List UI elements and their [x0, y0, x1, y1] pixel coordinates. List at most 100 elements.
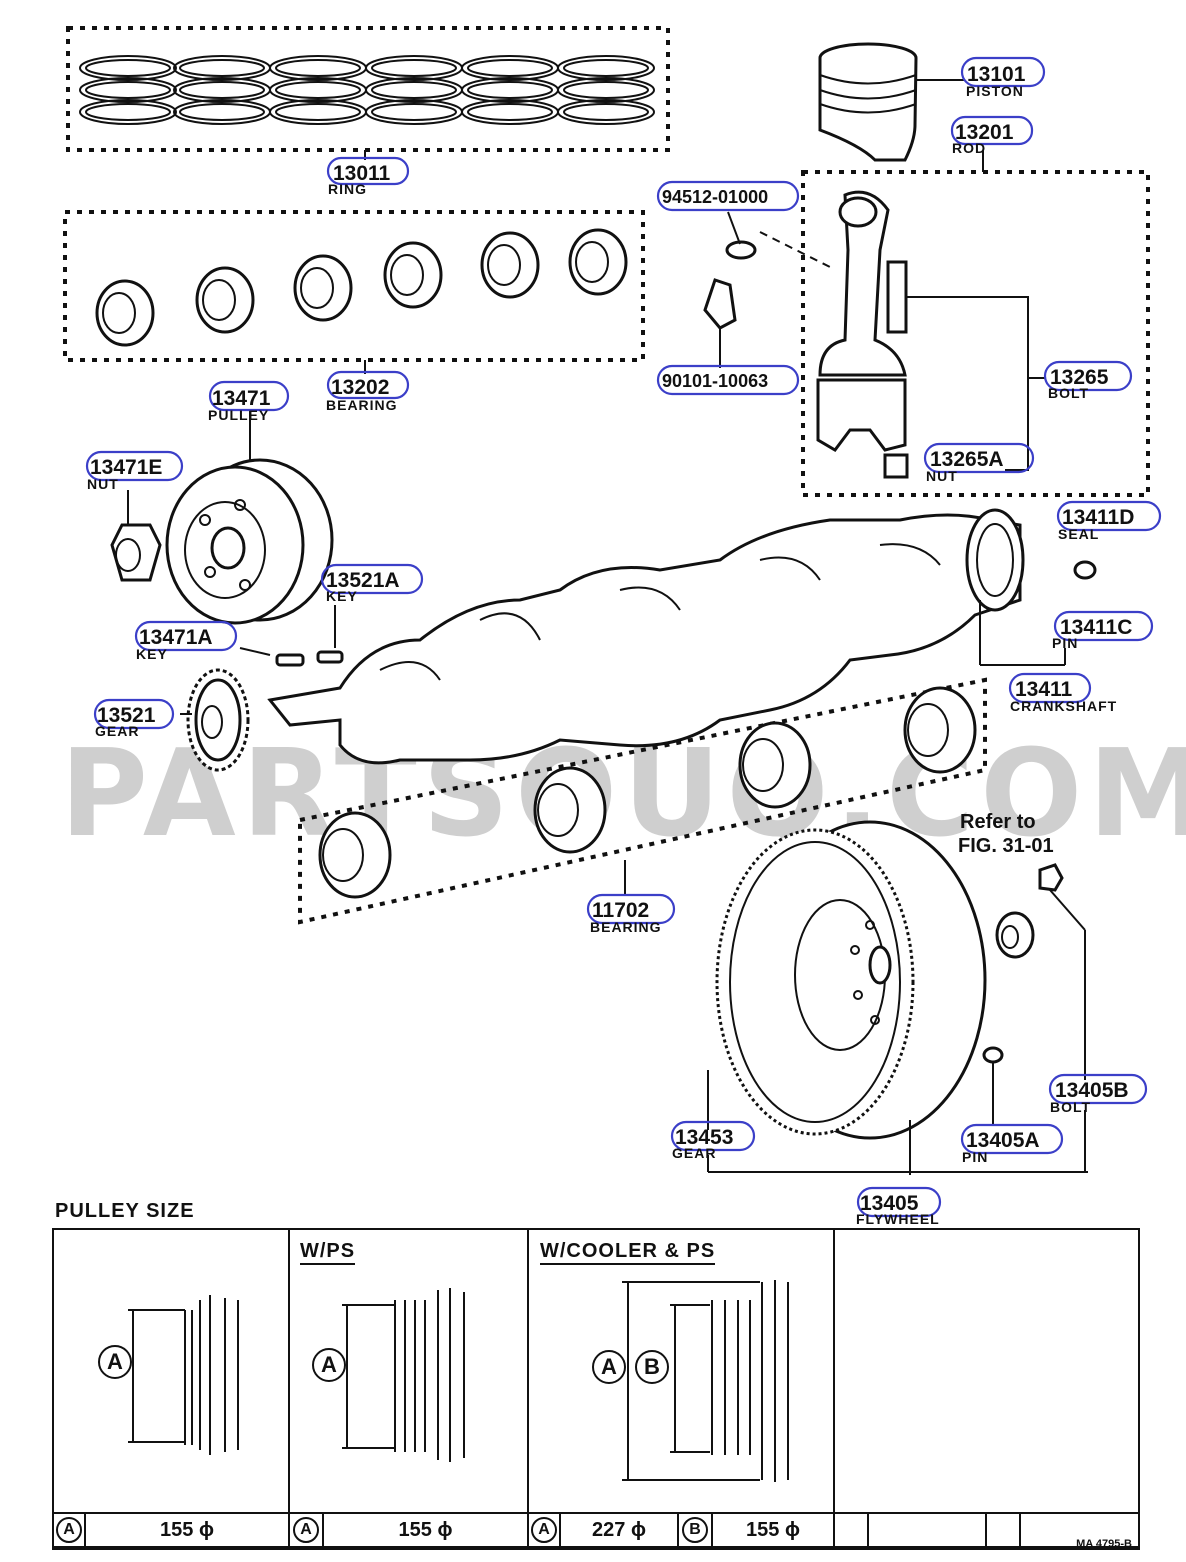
- svg-text:13471: 13471: [212, 387, 271, 410]
- svg-text:13521: 13521: [97, 704, 156, 727]
- symbol-a-col1: A: [98, 1345, 132, 1379]
- crankshaft: [267, 508, 1097, 765]
- piston-ring-set: [66, 26, 670, 160]
- part-label-13265[interactable]: 13265 BOLT: [1043, 360, 1133, 401]
- row-symbol-b-3: B: [677, 1512, 713, 1548]
- symbol-a-col2: A: [312, 1348, 346, 1382]
- part-label-13265A[interactable]: 13265A NUT: [923, 442, 1035, 484]
- row-symbol-a-2: A: [288, 1512, 324, 1548]
- rod-bearing-set: [63, 210, 645, 374]
- part-label-11702[interactable]: 11702 BEARING: [586, 893, 676, 935]
- empty-cell-1: [833, 1512, 869, 1548]
- svg-text:13265: 13265: [1050, 366, 1109, 389]
- part-label-13405A[interactable]: 13405A PIN: [960, 1123, 1064, 1165]
- svg-text:13101: 13101: [967, 63, 1026, 86]
- part-label-13405B[interactable]: 13405B BOLT: [1048, 1073, 1148, 1115]
- svg-text:SEAL: SEAL: [1058, 526, 1099, 542]
- part-label-13201[interactable]: 13201 ROD: [950, 115, 1034, 156]
- svg-text:BOLT: BOLT: [1050, 1099, 1091, 1115]
- part-label-13521[interactable]: 13521 GEAR: [93, 698, 175, 739]
- svg-text:13201: 13201: [955, 121, 1014, 144]
- pilot-bearing-bolt: [982, 863, 1086, 1172]
- pulley-nut: [110, 490, 162, 582]
- part-label-13453[interactable]: 13453 GEAR: [670, 1120, 756, 1161]
- refer-note-line2: FIG. 31-01: [958, 835, 1054, 857]
- flywheel: [707, 820, 1088, 1175]
- svg-text:CRANKSHAFT: CRANKSHAFT: [1010, 698, 1117, 714]
- svg-text:13521A: 13521A: [326, 569, 400, 592]
- empty-cell-2: [867, 1512, 987, 1548]
- part-label-13405[interactable]: 13405 FLYWHEEL: [856, 1186, 942, 1227]
- part-label-13011[interactable]: 13011 RING: [326, 156, 410, 197]
- svg-text:NUT: NUT: [87, 476, 119, 492]
- svg-text:RING: RING: [328, 181, 367, 197]
- header-wps: W/PS: [300, 1240, 356, 1265]
- empty-cell-4: [1019, 1512, 1140, 1548]
- svg-text:PIN: PIN: [1052, 635, 1078, 651]
- svg-text:GEAR: GEAR: [672, 1145, 716, 1161]
- pulley-drawing-2: [342, 1288, 465, 1462]
- pulley-drawing-3: [622, 1280, 789, 1482]
- svg-text:94512-01000: 94512-01000: [662, 187, 768, 207]
- symbol-b-col3: B: [635, 1350, 669, 1384]
- svg-text:13471E: 13471E: [90, 456, 162, 479]
- connecting-rod: [759, 150, 1150, 497]
- pulley-drawing-1: [128, 1295, 239, 1455]
- svg-text:13405B: 13405B: [1055, 1079, 1129, 1102]
- footer-code: MA 4795-B: [1076, 1538, 1132, 1550]
- svg-text:KEY: KEY: [326, 588, 358, 604]
- svg-text:13405A: 13405A: [966, 1129, 1040, 1152]
- timing-gear: [180, 668, 250, 772]
- part-label-13471E[interactable]: 13471E NUT: [85, 450, 184, 492]
- pulley-table-frame: [52, 1228, 1140, 1550]
- symbol-a-col3: A: [592, 1350, 626, 1384]
- header-wcooler-ps: W/COOLER & PS: [540, 1240, 716, 1265]
- svg-text:GEAR: GEAR: [95, 723, 139, 739]
- value-col2-a: 155 ϕ: [322, 1512, 529, 1548]
- svg-text:11702: 11702: [592, 899, 649, 922]
- crank-pulley: [165, 410, 334, 625]
- svg-text:FLYWHEEL: FLYWHEEL: [856, 1211, 940, 1227]
- table-divider-3: [833, 1228, 835, 1550]
- bolt-washer: [703, 211, 757, 368]
- empty-cell-3: [985, 1512, 1021, 1548]
- svg-text:13411D: 13411D: [1062, 506, 1134, 529]
- svg-text:KEY: KEY: [136, 646, 168, 662]
- row-symbol-a-1: A: [52, 1512, 86, 1548]
- value-col1-a: 155 ϕ: [84, 1512, 290, 1548]
- svg-text:PISTON: PISTON: [966, 83, 1024, 99]
- part-label-13471[interactable]: 13471 PULLEY: [208, 380, 290, 423]
- watermark: PARTSOUQ.COM: [60, 725, 1186, 864]
- part-label-13101[interactable]: 13101 PISTON: [960, 56, 1046, 99]
- table-divider-2: [527, 1228, 529, 1550]
- part-label-13521A[interactable]: 13521A KEY: [320, 563, 424, 604]
- svg-text:13453: 13453: [675, 1126, 733, 1149]
- value-col3-b: 155 ϕ: [711, 1512, 835, 1548]
- svg-text:13471A: 13471A: [139, 626, 213, 649]
- svg-text:PULLEY: PULLEY: [208, 407, 269, 423]
- part-label-13471A[interactable]: 13471A KEY: [134, 620, 238, 662]
- svg-text:NUT: NUT: [926, 468, 958, 484]
- part-label-13411[interactable]: 13411 CRANKSHAFT: [1008, 672, 1117, 714]
- piston: [818, 42, 965, 162]
- row-symbol-a-3: A: [527, 1512, 561, 1548]
- svg-text:13411: 13411: [1015, 678, 1073, 701]
- svg-text:13411C: 13411C: [1060, 616, 1132, 639]
- part-label-13202[interactable]: 13202 BEARING: [326, 370, 410, 413]
- value-col3-a: 227 ϕ: [559, 1512, 679, 1548]
- svg-text:13202: 13202: [331, 376, 389, 399]
- svg-text:BEARING: BEARING: [326, 397, 398, 413]
- part-label-94512-01000[interactable]: 94512-01000: [656, 180, 800, 212]
- svg-text:BEARING: BEARING: [590, 919, 662, 935]
- svg-text:90101-10063: 90101-10063: [662, 371, 768, 391]
- part-label-13411C[interactable]: 13411C PIN: [1052, 610, 1154, 651]
- part-label-13411D[interactable]: 13411D SEAL: [1056, 500, 1162, 542]
- table-divider-1: [288, 1228, 290, 1550]
- pulley-size-title: PULLEY SIZE: [55, 1200, 195, 1222]
- svg-text:13265A: 13265A: [930, 448, 1004, 471]
- part-label-90101-10063[interactable]: 90101-10063: [656, 364, 800, 396]
- svg-text:13011: 13011: [333, 162, 391, 185]
- main-bearing-set: [298, 677, 987, 925]
- refer-note-line1: Refer to: [960, 811, 1036, 833]
